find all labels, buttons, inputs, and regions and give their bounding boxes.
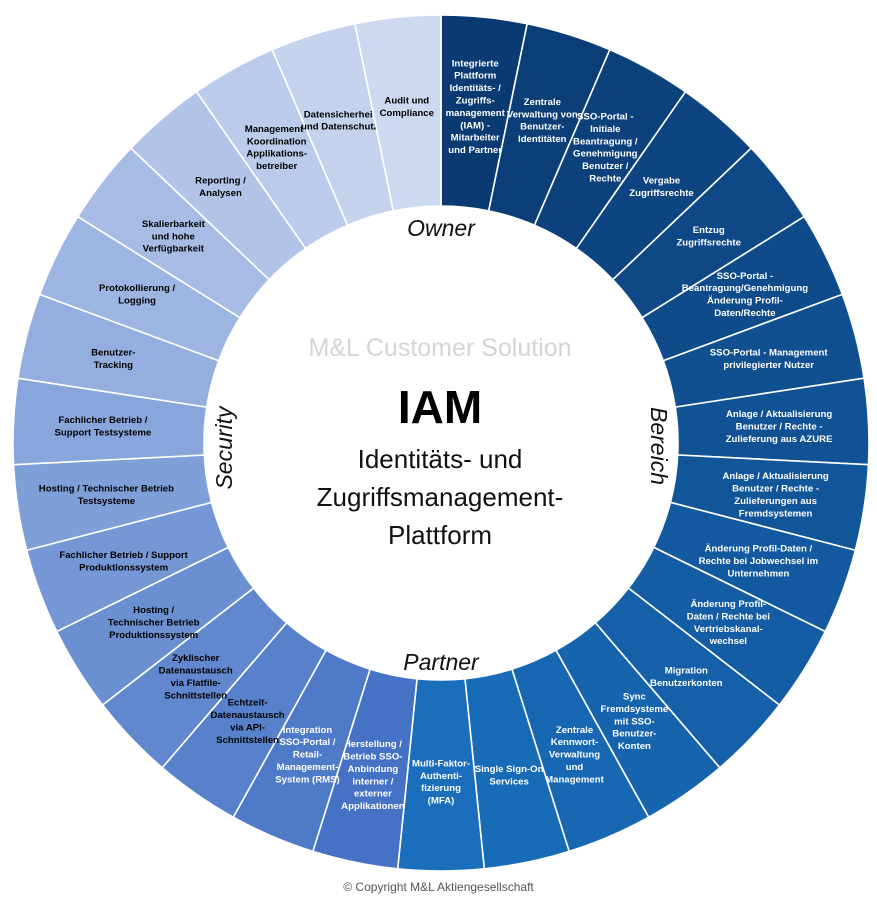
ring-label-security: Security <box>211 405 237 490</box>
center-subtitle-line-3: Plattform <box>387 520 493 550</box>
segment-label: Änderung Profil-Daten /Rechte bei Jobwec… <box>699 544 818 580</box>
segment-label: Multi-Faktor-Authenti-fizierung(MFA) <box>412 758 470 806</box>
copyright-notice: © Copyright M&L Aktiengesellschaft <box>343 880 534 894</box>
center-subtitle-line-2: Zugriffsmanagement- <box>316 482 564 512</box>
segment-label: Reporting /Analysen <box>195 176 246 199</box>
wheel-segment <box>353 14 442 212</box>
segment-label: Fachlicher Betrieb /Support Testsysteme <box>54 415 151 438</box>
ring-label-bereich: Bereich <box>646 407 672 485</box>
ring-label-owner: Owner <box>407 215 476 241</box>
center-disc <box>205 207 677 679</box>
segment-label: Benutzer-Tracking <box>91 348 135 371</box>
company-label: M&L Customer Solution <box>308 334 572 362</box>
center-title: IAM <box>397 381 483 433</box>
ring-label-partner: Partner <box>403 649 480 675</box>
segment-label: Protokollierung /Logging <box>99 283 176 306</box>
center-subtitle-line-1: Identitäts- und <box>357 444 523 474</box>
